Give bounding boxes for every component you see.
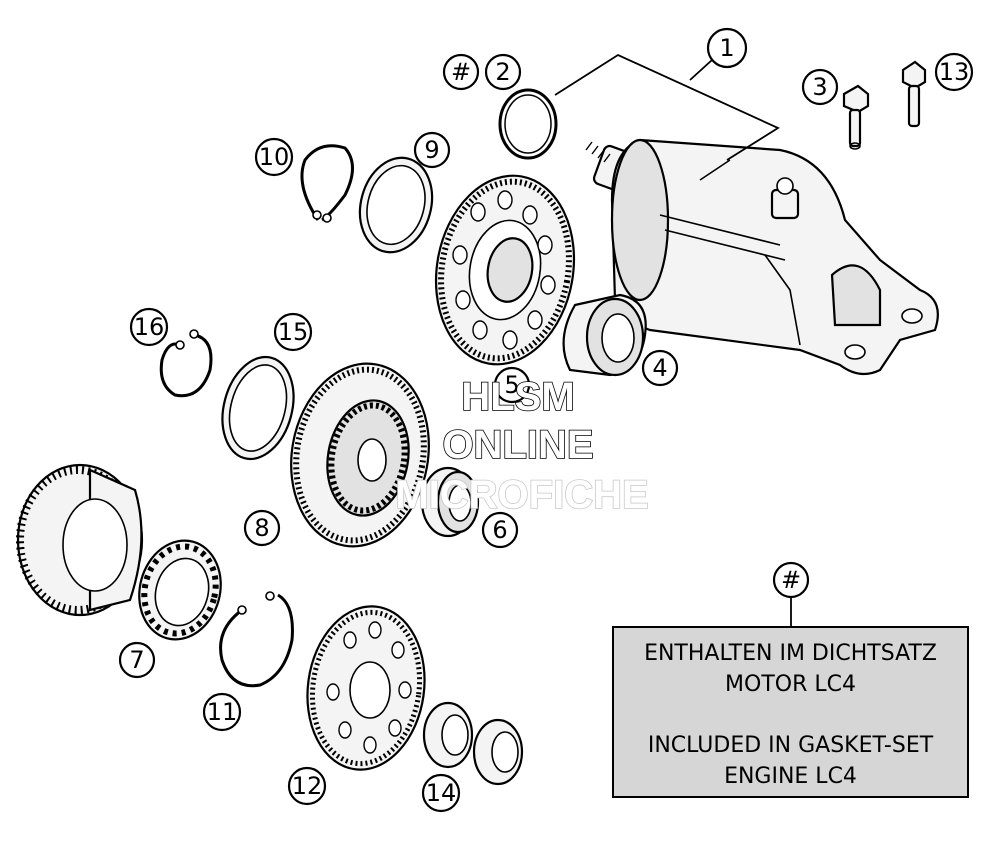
svg-text:16: 16 (134, 313, 165, 341)
callout-3: 3 (801, 68, 839, 106)
circlip-lower (219, 591, 294, 688)
callout-hash-top: # (442, 53, 480, 91)
callout-7: 7 (118, 641, 156, 679)
starter-motor (585, 138, 939, 376)
svg-text:7: 7 (129, 646, 144, 674)
note-de-line-1: ENTHALTEN IM DICHTSATZ (644, 641, 937, 666)
watermark-line-1: HLSM (461, 375, 574, 419)
svg-text:14: 14 (426, 779, 457, 807)
freewheel-gear (16, 463, 144, 617)
svg-text:#: # (781, 566, 801, 594)
circlip-small (159, 329, 213, 398)
svg-text:15: 15 (278, 318, 309, 346)
svg-text:8: 8 (254, 514, 269, 542)
callout-9: 9 (413, 131, 451, 169)
svg-text:9: 9 (424, 136, 439, 164)
svg-text:3: 3 (812, 73, 827, 101)
note-de-line-2: MOTOR LC4 (725, 672, 856, 697)
leader-1-stem (689, 59, 713, 81)
watermark-line-3: MICROFICHE (395, 473, 648, 517)
starter-gear-lower (306, 605, 426, 771)
callout-8: 8 (243, 509, 281, 547)
svg-text:5: 5 (504, 371, 519, 399)
needle-bearings-lower (422, 701, 524, 786)
svg-text:#: # (451, 58, 471, 86)
callout-hash-note: # (772, 561, 810, 599)
watermark-line-2: ONLINE (442, 423, 593, 467)
needle-bearing-upper (562, 293, 647, 377)
svg-text:12: 12 (292, 772, 323, 800)
idler-gear-large (434, 174, 576, 366)
callout-6: 6 (481, 511, 519, 549)
callout-16: 16 (129, 307, 169, 347)
svg-text:6: 6 (492, 516, 507, 544)
thrust-washer-middle (221, 355, 295, 461)
thrust-washer-upper (358, 156, 434, 254)
bolt-long (901, 60, 927, 128)
watermark: HLSM ONLINE MICROFICHE (395, 374, 650, 518)
gasket-set-note: ENTHALTEN IM DICHTSATZ MOTOR LC4 INCLUDE… (612, 626, 969, 798)
callout-2: 2 (484, 53, 522, 91)
callout-1: 1 (706, 27, 748, 69)
svg-text:13: 13 (939, 58, 970, 86)
leader-1 (554, 53, 780, 161)
callout-12: 12 (287, 766, 327, 806)
svg-text:11: 11 (207, 698, 238, 726)
callout-5: 5 (493, 366, 531, 404)
callout-15: 15 (273, 312, 313, 352)
note-spacer (614, 700, 967, 730)
callout-13: 13 (934, 52, 974, 92)
callout-4: 4 (641, 349, 679, 387)
freewheel-bearing (138, 539, 222, 641)
note-en-line-1: INCLUDED IN GASKET-SET (647, 733, 934, 758)
svg-text:1: 1 (719, 34, 734, 62)
bolt-short (842, 84, 870, 150)
note-en-line-2: ENGINE LC4 (724, 764, 857, 789)
svg-text:4: 4 (652, 354, 667, 382)
needle-bearing-middle (420, 466, 480, 538)
svg-text:10: 10 (259, 143, 290, 171)
intermediate-gear (290, 362, 430, 548)
callout-14: 14 (421, 773, 461, 813)
circlip-large (300, 144, 354, 223)
o-ring (498, 88, 558, 160)
callout-11: 11 (202, 692, 242, 732)
svg-text:2: 2 (495, 58, 510, 86)
callout-10: 10 (254, 137, 294, 177)
